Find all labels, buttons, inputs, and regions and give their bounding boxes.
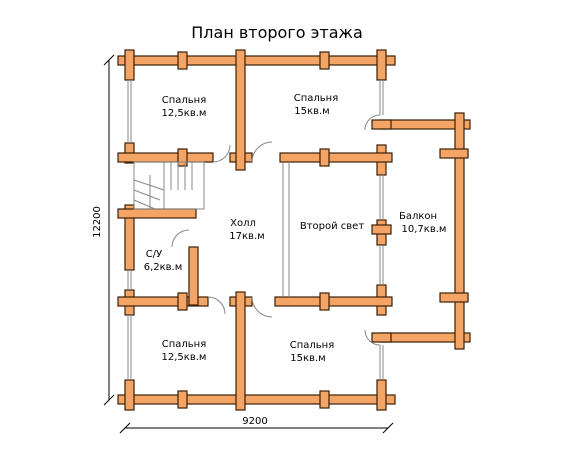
log-end	[177, 51, 188, 70]
room-area: 15кв.м	[294, 106, 329, 117]
wall-h-upper-left	[117, 152, 214, 163]
room-name: Спальня	[290, 340, 335, 351]
dim-tick	[103, 54, 115, 66]
room-area: 15кв.м	[290, 353, 325, 364]
wall-v-center-upper	[235, 49, 246, 171]
dim-label-height: 12200	[92, 206, 103, 238]
doors	[171, 114, 381, 346]
log-end	[439, 292, 469, 303]
log-end	[177, 390, 188, 409]
dimensions	[103, 54, 394, 434]
room-name: Второй свет	[300, 221, 364, 232]
room-area: 12,5кв.м	[162, 108, 207, 119]
stair-line	[133, 179, 165, 191]
room-name: С/У	[146, 249, 162, 260]
room-name: Спальня	[162, 95, 207, 106]
stair-line	[133, 199, 156, 210]
wall-left-mid	[124, 204, 135, 271]
door-bedroom-bl	[207, 296, 226, 315]
log-end	[371, 119, 392, 130]
wall-bath-right	[188, 246, 199, 306]
stair-outline	[133, 161, 205, 210]
door-bedroom-tr	[251, 141, 273, 163]
room-area: 10,7кв.м	[402, 224, 447, 235]
dim-tick	[382, 422, 394, 434]
wall-bottom	[117, 394, 396, 405]
wall-left-top	[124, 49, 135, 81]
log-end	[319, 148, 330, 167]
dim-tick	[119, 422, 131, 434]
door-bedroom-br	[251, 296, 273, 318]
log-end	[371, 332, 392, 343]
log-end	[439, 148, 469, 159]
log-end	[319, 390, 330, 409]
log-end	[177, 148, 188, 167]
room-name: Спальня	[162, 339, 207, 350]
log-end	[177, 292, 188, 311]
plan-title: План второго этажа	[191, 23, 363, 42]
room-name: Холл	[230, 218, 256, 229]
log-end	[371, 224, 392, 235]
room-area: 12,5кв.м	[162, 352, 207, 363]
wall-top	[117, 55, 396, 66]
log-end	[319, 292, 330, 311]
door-bathroom	[171, 229, 190, 248]
room-name: Спальня	[294, 93, 339, 104]
room-name: Балкон	[399, 211, 437, 222]
door-balcony-top	[364, 114, 381, 131]
room-area: 17кв.м	[229, 231, 264, 242]
wall-balcony-right	[454, 112, 465, 350]
staircase	[133, 161, 205, 210]
door-bedroom-tl	[212, 144, 231, 163]
wall-left-bottom	[124, 379, 135, 411]
wall-bath-top	[117, 208, 197, 219]
room-labels: Спальня 12,5кв.м Спальня 15кв.м Холл 17к…	[144, 93, 447, 364]
room-area: 6,2кв.м	[144, 262, 183, 273]
log-end	[319, 51, 330, 70]
walls	[117, 49, 471, 411]
wall-h-upper-right	[279, 152, 393, 163]
wall-h-lower-right	[274, 296, 393, 307]
stair-line	[133, 189, 161, 201]
dim-tick	[103, 394, 115, 406]
wall-v-center-lower	[235, 291, 246, 411]
wall-right-bottom	[376, 379, 387, 411]
door-balcony-bottom	[364, 329, 381, 346]
windows	[127, 80, 384, 380]
wall-h-lower-left	[117, 296, 209, 307]
wall-right-top	[376, 49, 387, 81]
dim-label-width: 9200	[242, 416, 267, 427]
